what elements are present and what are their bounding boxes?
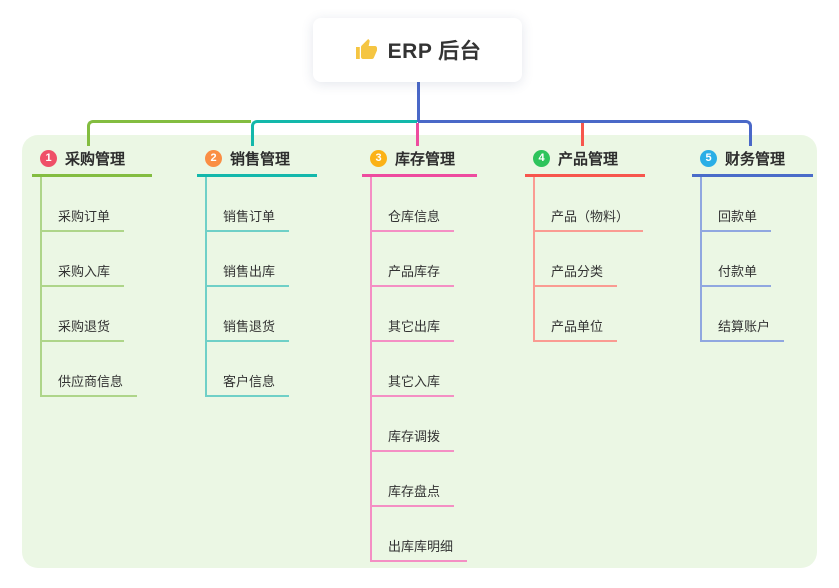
branch-product-children: 产品（物料） 产品分类 产品单位 [533,177,644,342]
thumbs-up-icon [355,39,377,59]
child-node[interactable]: 销售出库 [207,232,290,287]
branch-product: 4 产品管理 产品（物料） 产品分类 产品单位 [525,148,645,342]
child-node[interactable]: 结算账户 [702,287,785,342]
root-node[interactable]: ERP 后台 [313,18,522,82]
child-node[interactable]: 销售订单 [207,177,290,232]
branches-panel [22,135,817,568]
connector-branch-product [581,123,584,146]
branch-number-badge: 5 [700,150,717,167]
branch-purchase-title[interactable]: 1 采购管理 [32,148,152,177]
branch-purchase: 1 采购管理 采购订单 采购入库 采购退货 供应商信息 [32,148,152,397]
child-node[interactable]: 回款单 [702,177,784,232]
branch-title-label: 财务管理 [725,151,786,168]
branch-sales-children: 销售订单 销售出库 销售退货 客户信息 [205,177,290,397]
child-node[interactable]: 产品单位 [535,287,643,342]
connector-branch-inventory [416,123,419,146]
child-node[interactable]: 销售退货 [207,287,290,342]
branch-finance: 5 财务管理 回款单 付款单 结算账户 [692,148,813,342]
branch-purchase-children: 采购订单 采购入库 采购退货 供应商信息 [40,177,138,397]
root-title: ERP 后台 [387,40,482,63]
connector-branch-sales [251,120,417,146]
branch-number-badge: 4 [533,150,550,167]
branch-inventory: 3 库存管理 仓库信息 产品库存 其它出库 其它入库 库存调拨 库存盘点 出库库… [362,148,477,562]
branch-inventory-children: 仓库信息 产品库存 其它出库 其它入库 库存调拨 库存盘点 出库库明细 [370,177,468,562]
child-node[interactable]: 供应商信息 [42,342,138,397]
connector-trunk [417,82,420,122]
child-node[interactable]: 产品（物料） [535,177,644,232]
branch-finance-title[interactable]: 5 财务管理 [692,148,813,177]
branch-number-badge: 1 [40,150,57,167]
child-node[interactable]: 客户信息 [207,342,290,397]
child-node[interactable]: 产品分类 [535,232,643,287]
child-node[interactable]: 付款单 [702,232,784,287]
child-node[interactable]: 其它入库 [372,342,467,397]
branch-title-label: 库存管理 [395,151,456,168]
child-node[interactable]: 采购订单 [42,177,137,232]
child-node[interactable]: 出库库明细 [372,507,468,562]
child-node[interactable]: 采购退货 [42,287,137,342]
branch-product-title[interactable]: 4 产品管理 [525,148,645,177]
branch-sales-title[interactable]: 2 销售管理 [197,148,317,177]
child-node[interactable]: 采购入库 [42,232,137,287]
branch-sales: 2 销售管理 销售订单 销售出库 销售退货 客户信息 [197,148,317,397]
branch-number-badge: 3 [370,150,387,167]
child-node[interactable]: 库存盘点 [372,452,467,507]
child-node[interactable]: 仓库信息 [372,177,467,232]
connector-branch-finance [418,120,752,146]
branch-number-badge: 2 [205,150,222,167]
branch-title-label: 产品管理 [558,151,619,168]
branch-title-label: 销售管理 [230,151,291,168]
branch-inventory-title[interactable]: 3 库存管理 [362,148,477,177]
branch-finance-children: 回款单 付款单 结算账户 [700,177,785,342]
child-node[interactable]: 产品库存 [372,232,467,287]
connector-branch-purchase [87,120,251,146]
child-node[interactable]: 库存调拨 [372,397,467,452]
child-node[interactable]: 其它出库 [372,287,467,342]
branch-title-label: 采购管理 [65,151,126,168]
